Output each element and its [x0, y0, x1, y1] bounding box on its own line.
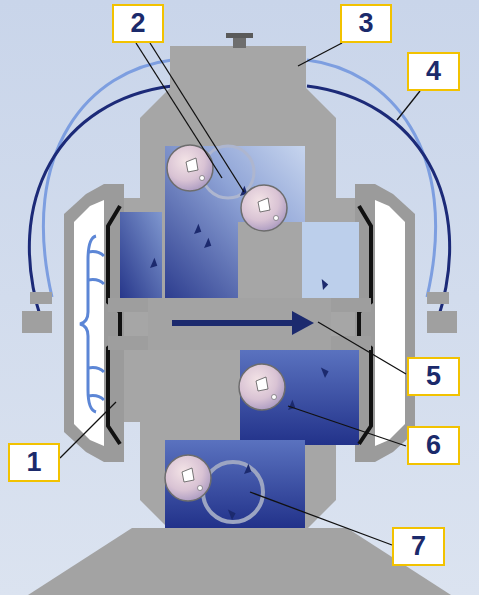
- callout-number: 5: [426, 363, 441, 390]
- callout-number: 2: [130, 10, 145, 37]
- callout-box: 3: [340, 4, 392, 43]
- flow-ring: [203, 462, 263, 522]
- callout-box: 4: [407, 52, 460, 91]
- air-flow: [80, 236, 104, 412]
- callout-box: 6: [407, 426, 460, 465]
- callout-number: 4: [426, 58, 441, 85]
- liquid: [120, 146, 359, 528]
- air-chamber-housing: [22, 184, 457, 462]
- callout-number: 7: [411, 533, 426, 560]
- flow-arrows: [147, 186, 329, 521]
- leader-line: [60, 43, 420, 545]
- callout-box: 2: [112, 4, 164, 43]
- callout-box: 1: [8, 443, 60, 482]
- check-ball: [165, 145, 287, 501]
- callout-number: 3: [358, 10, 373, 37]
- callout-box: 5: [407, 357, 460, 396]
- callout-number: 1: [26, 449, 41, 476]
- shaft: [108, 298, 371, 350]
- pump-base: [28, 528, 451, 595]
- callout-box: 7: [392, 527, 445, 566]
- diaphragm: [108, 206, 371, 444]
- callout-number: 6: [426, 432, 441, 459]
